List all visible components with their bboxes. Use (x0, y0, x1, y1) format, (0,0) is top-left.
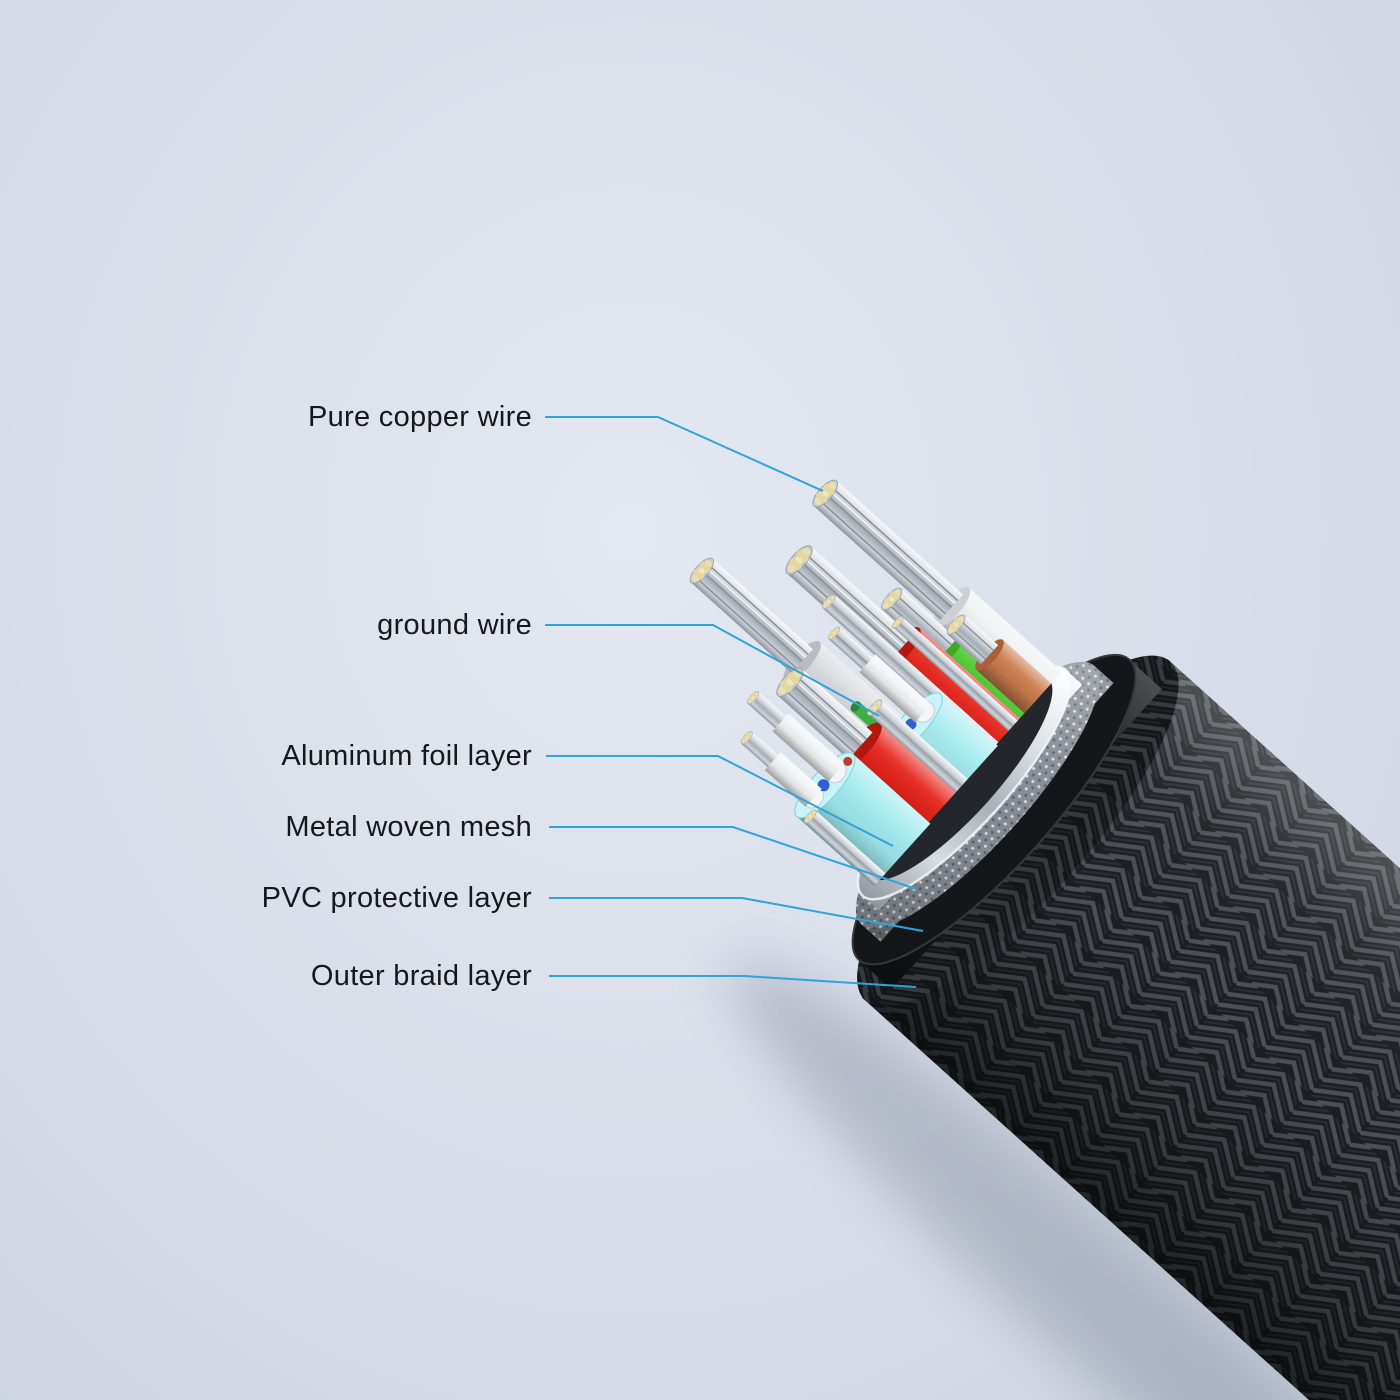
cable-illustration (685, 475, 1400, 1400)
wire-green (877, 584, 1038, 734)
callout-label-pvc-protective-layer: PVC protective layer (261, 882, 532, 914)
callout-label-pure-copper-wire: Pure copper wire (307, 401, 532, 433)
callout-label-outer-braid-layer: Outer braid layer (310, 960, 532, 992)
shielded-pair-cyan-a (738, 689, 931, 887)
cable-shadow (728, 959, 1400, 1400)
callout-line-metal-woven-mesh (549, 826, 917, 890)
callout-label-aluminum-foil-layer: Aluminum foil layer (281, 740, 532, 772)
callout-label-ground-wire: ground wire (377, 609, 532, 641)
callout-line-ground-wire (545, 624, 880, 717)
wire-orange (943, 611, 1052, 714)
ground-wire-strand (864, 697, 968, 793)
callout-line-pure-copper-wire (545, 416, 824, 492)
callout-line-outer-braid-layer (549, 975, 917, 988)
callout-line-aluminum-foil-layer (546, 755, 894, 847)
callout-lines (545, 416, 924, 988)
wire-red-a (781, 541, 1020, 763)
ground-strand-lower (801, 807, 886, 886)
callout-label-metal-woven-mesh: Metal woven mesh (285, 811, 532, 843)
callout-line-pvc-protective-layer (549, 897, 924, 932)
wire-red-b (771, 663, 957, 837)
ground-strand-upper (890, 614, 1018, 732)
